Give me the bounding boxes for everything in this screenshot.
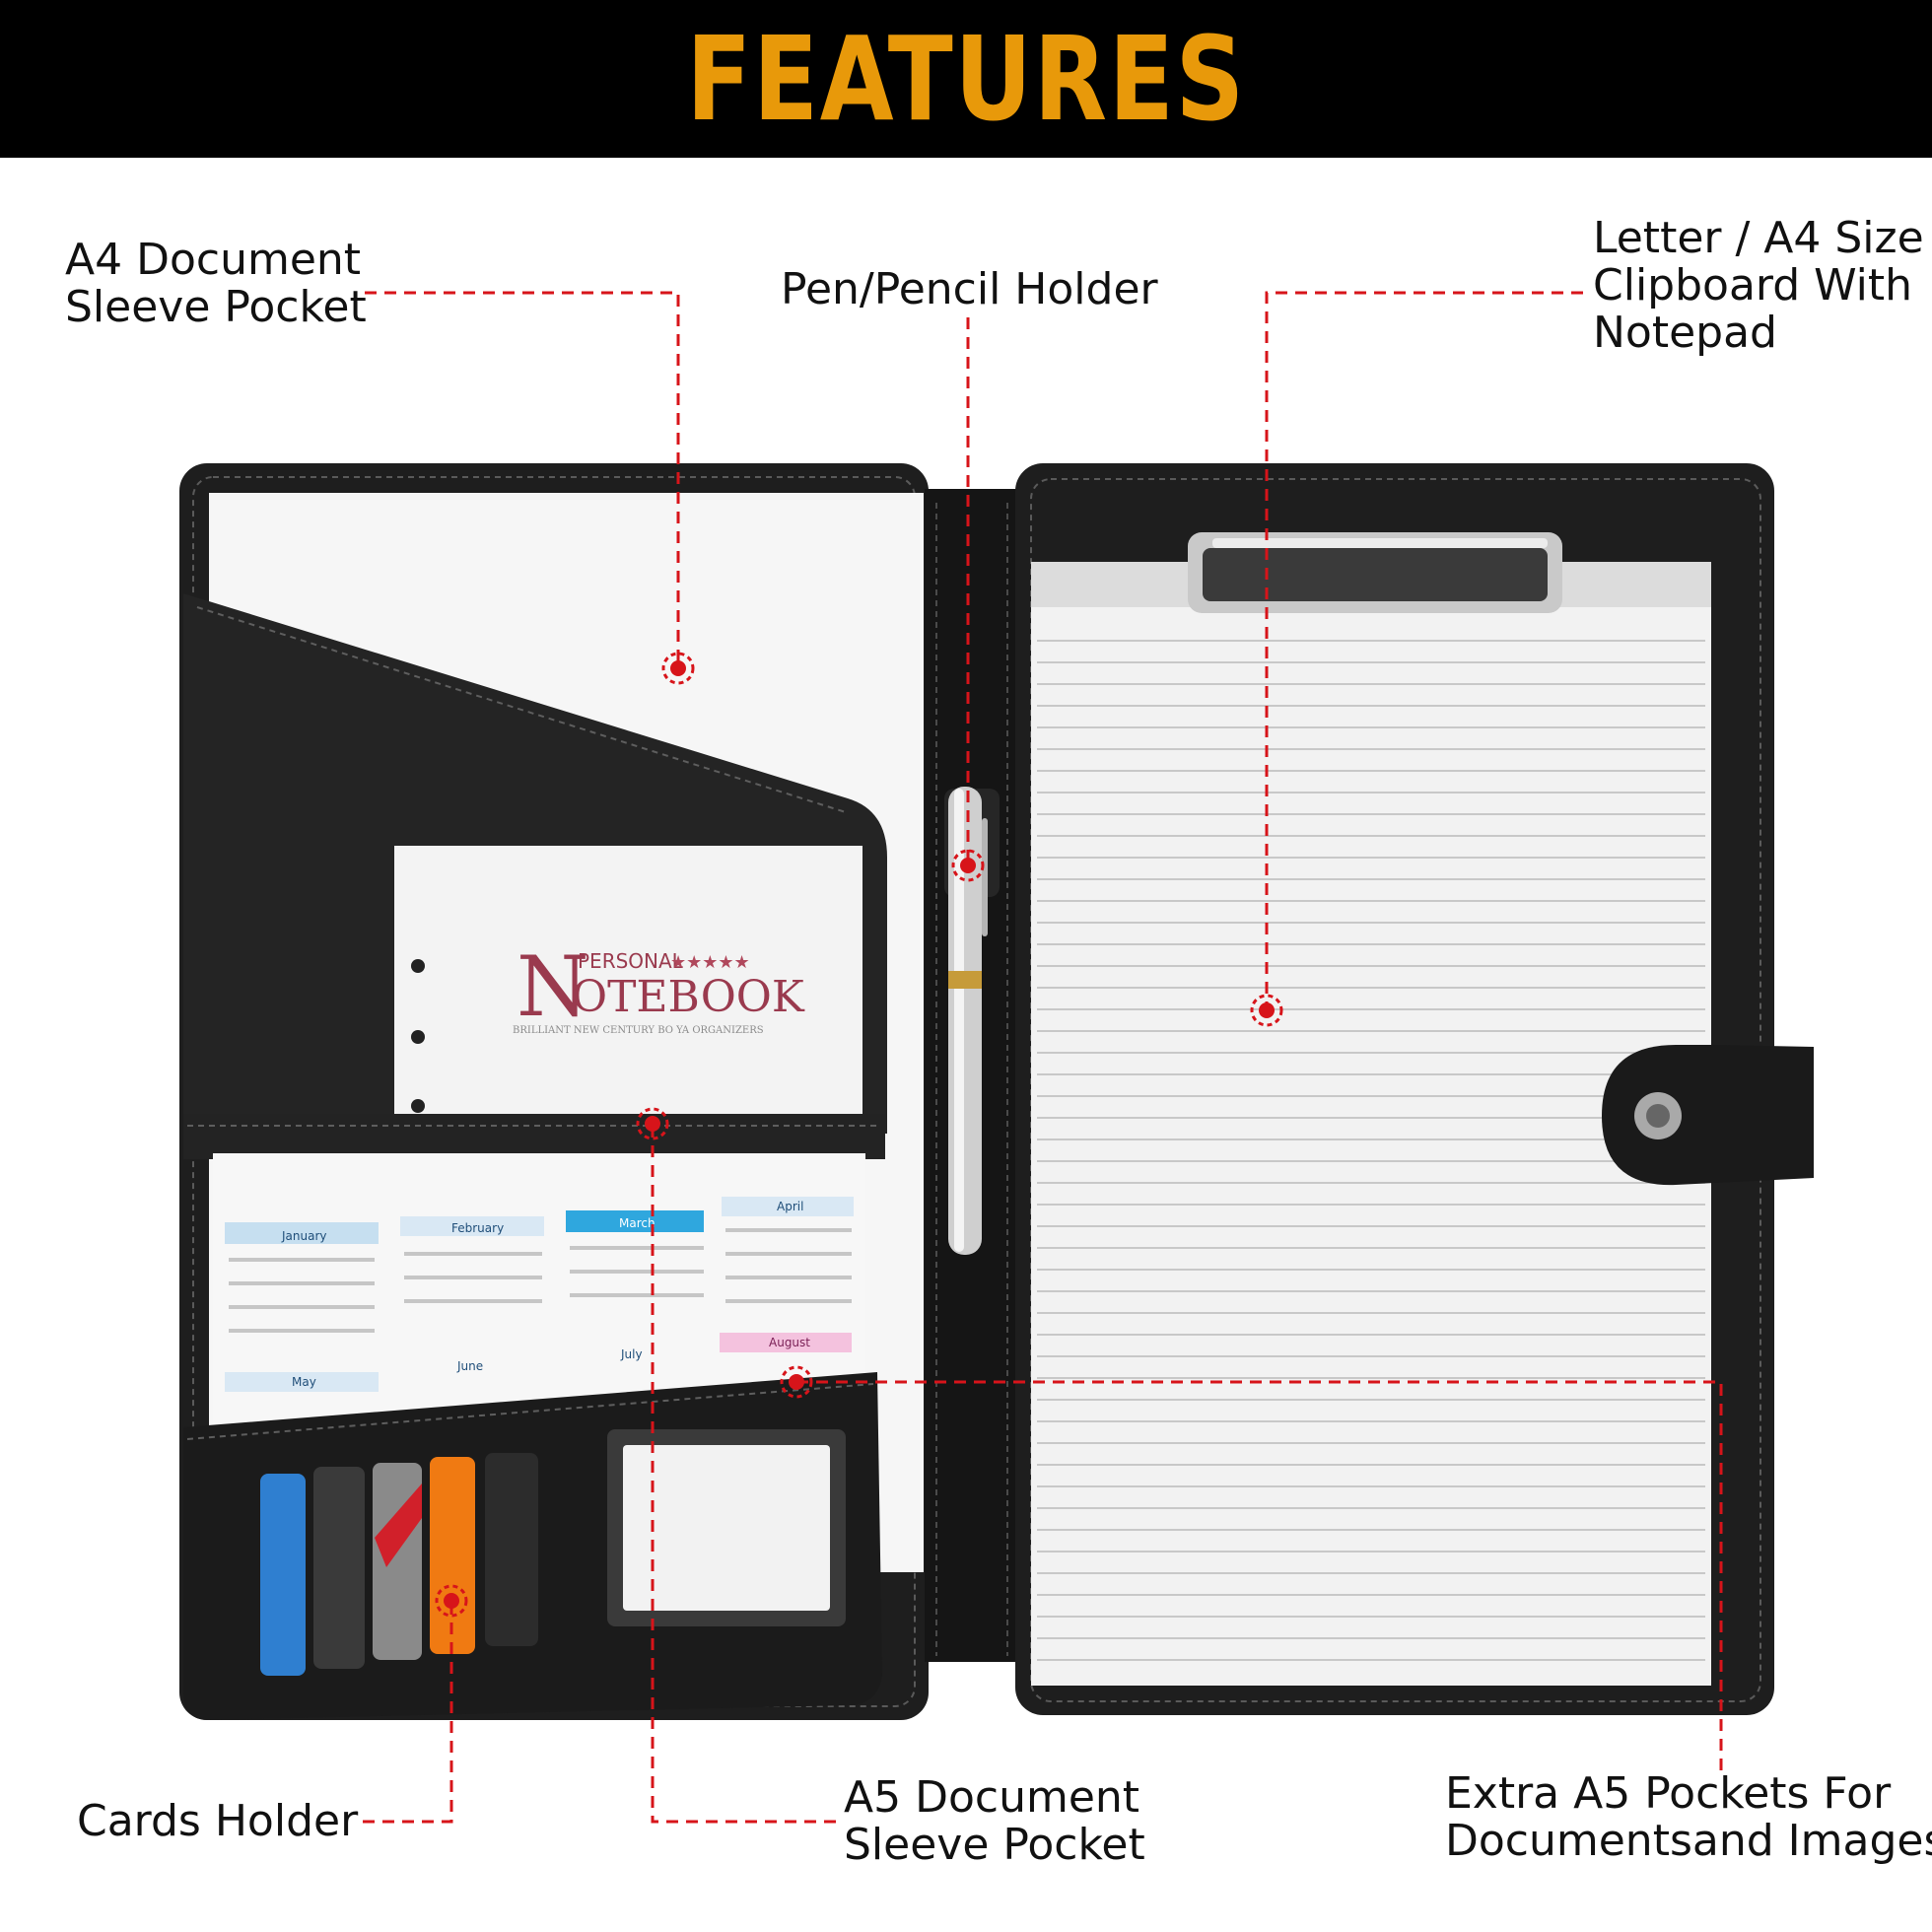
card-blue bbox=[260, 1474, 306, 1676]
callout-clipboard: Letter / A4 Size Clipboard With Notepad bbox=[1593, 215, 1924, 357]
callout-a5-sleeve-line2: Sleeve Pocket bbox=[844, 1820, 1145, 1870]
notebook-tagline: BRILLIANT NEW CENTURY BO YA ORGANIZERS bbox=[513, 1025, 764, 1036]
calendar-month-feb: February bbox=[451, 1221, 504, 1235]
calendar-month-may: May bbox=[292, 1375, 316, 1389]
callout-a4-sleeve-pocket: A4 Document Sleeve Pocket bbox=[65, 237, 367, 331]
leader-a5-sleeve bbox=[651, 1124, 836, 1824]
leader-extra-pockets bbox=[796, 1380, 1723, 1778]
marker-extra-pockets bbox=[780, 1365, 813, 1399]
notebook-initial: N bbox=[517, 938, 589, 1035]
calendar-month-apr: April bbox=[777, 1200, 803, 1213]
leader-a4-sleeve bbox=[365, 291, 680, 668]
marker-cards bbox=[435, 1584, 468, 1618]
notepad-lines bbox=[1037, 640, 1705, 1661]
calendar-month-jun: June bbox=[456, 1359, 483, 1373]
notebook-word: OTEBOOK bbox=[572, 972, 805, 1022]
callout-pen-holder-line1: Pen/Pencil Holder bbox=[781, 264, 1158, 314]
callout-extra-pockets-line1: Extra A5 Pockets For bbox=[1445, 1768, 1892, 1819]
features-banner: FEATURES bbox=[0, 0, 1932, 158]
calendar-month-jan: January bbox=[281, 1229, 327, 1243]
snap-closure bbox=[1602, 1045, 1814, 1186]
notebook-stars: ★★★★★ bbox=[670, 952, 750, 973]
card-slot-dark bbox=[485, 1453, 538, 1646]
callout-cards-holder: Cards Holder bbox=[77, 1798, 358, 1845]
markers bbox=[435, 652, 1283, 1618]
callout-extra-pockets-line2: Documentsand Images bbox=[1445, 1816, 1932, 1866]
calendar-month-aug: August bbox=[769, 1336, 810, 1349]
left-panel: N PERSONAL ★★★★★ OTEBOOK BRILLIANT NEW C… bbox=[179, 463, 929, 1720]
pen bbox=[948, 787, 988, 1255]
callout-a4-sleeve-line1: A4 Document bbox=[65, 235, 362, 285]
callout-pen-holder: Pen/Pencil Holder bbox=[781, 266, 1158, 313]
clipboard-clip bbox=[1188, 532, 1562, 613]
marker-clipboard bbox=[1250, 994, 1283, 1027]
marker-a4-sleeve bbox=[661, 652, 695, 685]
leader-clipboard bbox=[1265, 291, 1583, 1010]
marker-pen-holder bbox=[951, 849, 985, 882]
a5-notebook-page: N PERSONAL ★★★★★ OTEBOOK BRILLIANT NEW C… bbox=[394, 846, 862, 1141]
callout-a5-sleeve-line1: A5 Document bbox=[844, 1772, 1140, 1823]
callout-extra-a5-pockets: Extra A5 Pockets For Documentsand Images bbox=[1445, 1770, 1932, 1865]
calendar-month-mar: March bbox=[619, 1216, 656, 1230]
callout-a4-sleeve-line2: Sleeve Pocket bbox=[65, 282, 367, 332]
callout-clipboard-line1: Letter / A4 Size bbox=[1593, 213, 1924, 263]
card-orange bbox=[430, 1457, 475, 1654]
leader-lines bbox=[363, 291, 1723, 1824]
banner-title: FEATURES bbox=[686, 11, 1246, 147]
marker-a5-sleeve bbox=[636, 1107, 669, 1140]
callout-cards-line1: Cards Holder bbox=[77, 1796, 359, 1846]
card-black bbox=[313, 1467, 365, 1669]
right-panel bbox=[1015, 463, 1814, 1715]
callout-a5-sleeve-pocket: A5 Document Sleeve Pocket bbox=[844, 1774, 1145, 1869]
callout-clipboard-line3: Notepad bbox=[1593, 308, 1777, 358]
calendar-month-jul: July bbox=[620, 1347, 643, 1361]
notebook-small-text: PERSONAL bbox=[578, 949, 684, 973]
leader-cards bbox=[363, 1601, 453, 1824]
callout-clipboard-line2: Clipboard With bbox=[1593, 260, 1913, 310]
